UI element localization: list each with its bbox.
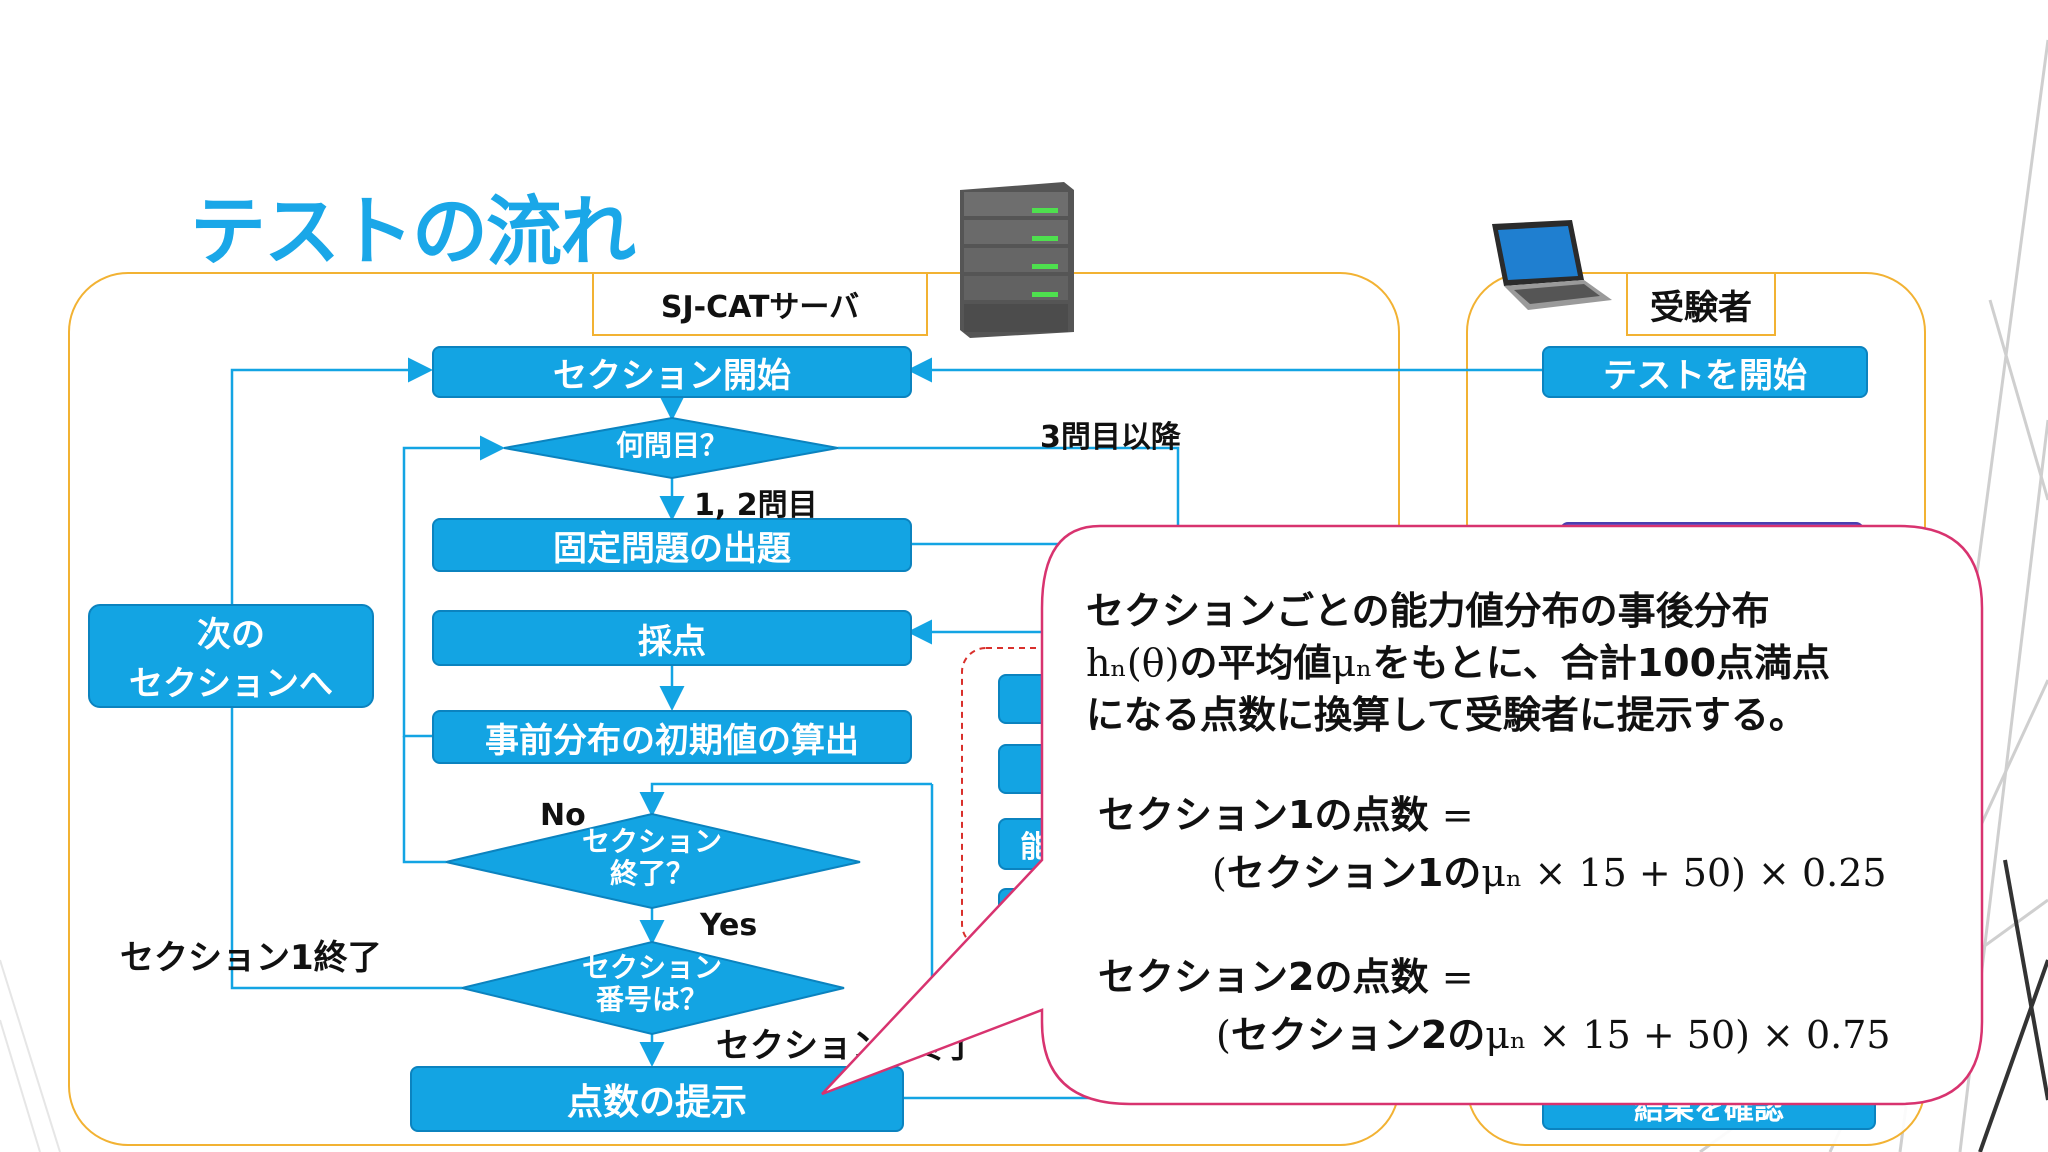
callout-line3: になる点数に換算して受験者に提示する。: [1086, 693, 1807, 737]
score2-label: セクション2の点数: [1098, 955, 1429, 999]
server-label: SJ-CATサーバ: [592, 272, 928, 336]
callout-h-theta: hₙ(θ): [1086, 641, 1180, 685]
callout-line2-a: の平均値: [1179, 641, 1332, 685]
section-end-text: セクション 終了？: [552, 825, 752, 891]
score2-label-row: セクション2の点数 =: [1098, 946, 1474, 1001]
server-icon: [960, 182, 1074, 338]
fixed-question-box: 固定問題の出題: [432, 518, 912, 572]
callout-line2: hₙ(θ)の平均値μₙをもとに、合計100点満点: [1086, 632, 1830, 687]
next-section-box: 次の セクションへ: [88, 604, 374, 708]
score1-open: (: [1212, 851, 1227, 895]
scoring-box: 採点: [432, 610, 912, 666]
prior-calc-box: 事前分布の初期値の算出: [432, 710, 912, 764]
present-score-box: 点数の提示: [410, 1066, 904, 1132]
decision-section-number: [461, 940, 845, 1036]
slide-title: テストの流れ: [190, 187, 636, 276]
callout-line2-b: をもとに、合計100点満点: [1372, 641, 1831, 685]
score1-equals: =: [1441, 793, 1474, 837]
score1-label: セクション1の点数: [1098, 793, 1429, 837]
score1-formula-rest: μₙ × 15 + 50) × 0.25: [1481, 851, 1887, 895]
next-section-line2: セクションへ: [129, 664, 333, 704]
score2-open: (: [1216, 1013, 1231, 1057]
decision-section-end: [445, 812, 861, 910]
examinee-label: 受験者: [1626, 272, 1776, 336]
examinee-start-box[interactable]: テストを開始: [1542, 346, 1868, 398]
score2-formula-rest: μₙ × 15 + 50) × 0.75: [1485, 1013, 1891, 1057]
label-no: No: [540, 798, 586, 833]
section-start-box: セクション開始: [432, 346, 912, 398]
score1-formula: (セクション1のμₙ × 15 + 50) × 0.25: [1212, 842, 1887, 897]
next-section-line1: 次の: [197, 615, 265, 655]
score2-formula: (セクション2のμₙ × 15 + 50) × 0.75: [1216, 1004, 1891, 1059]
section-number-line2: 番号は？: [595, 983, 708, 1017]
label-q12: 1, 2問目: [694, 488, 818, 523]
label-section1-end: セクション1終了: [120, 938, 382, 978]
score2-equals: =: [1441, 955, 1474, 999]
section-end-line2: 終了？: [609, 857, 694, 891]
section-number-text: セクション 番号は？: [552, 951, 752, 1017]
section-end-line1: セクション: [581, 825, 722, 858]
label-q3-later: 3問目以降: [1040, 420, 1181, 455]
callout-line1: セクションごとの能力値分布の事後分布: [1086, 589, 1770, 633]
score1-label-row: セクション1の点数 =: [1098, 784, 1474, 839]
laptop-icon: [1492, 220, 1612, 310]
decision-which-question: [503, 416, 839, 480]
section-number-line1: セクション: [581, 951, 722, 984]
which-question-text: 何問目？: [615, 429, 728, 462]
score2-formula-label: セクション2の: [1230, 1013, 1486, 1057]
score1-formula-label: セクション1の: [1226, 851, 1482, 895]
callout-mu: μₙ: [1331, 641, 1373, 685]
label-yes: Yes: [700, 908, 758, 943]
